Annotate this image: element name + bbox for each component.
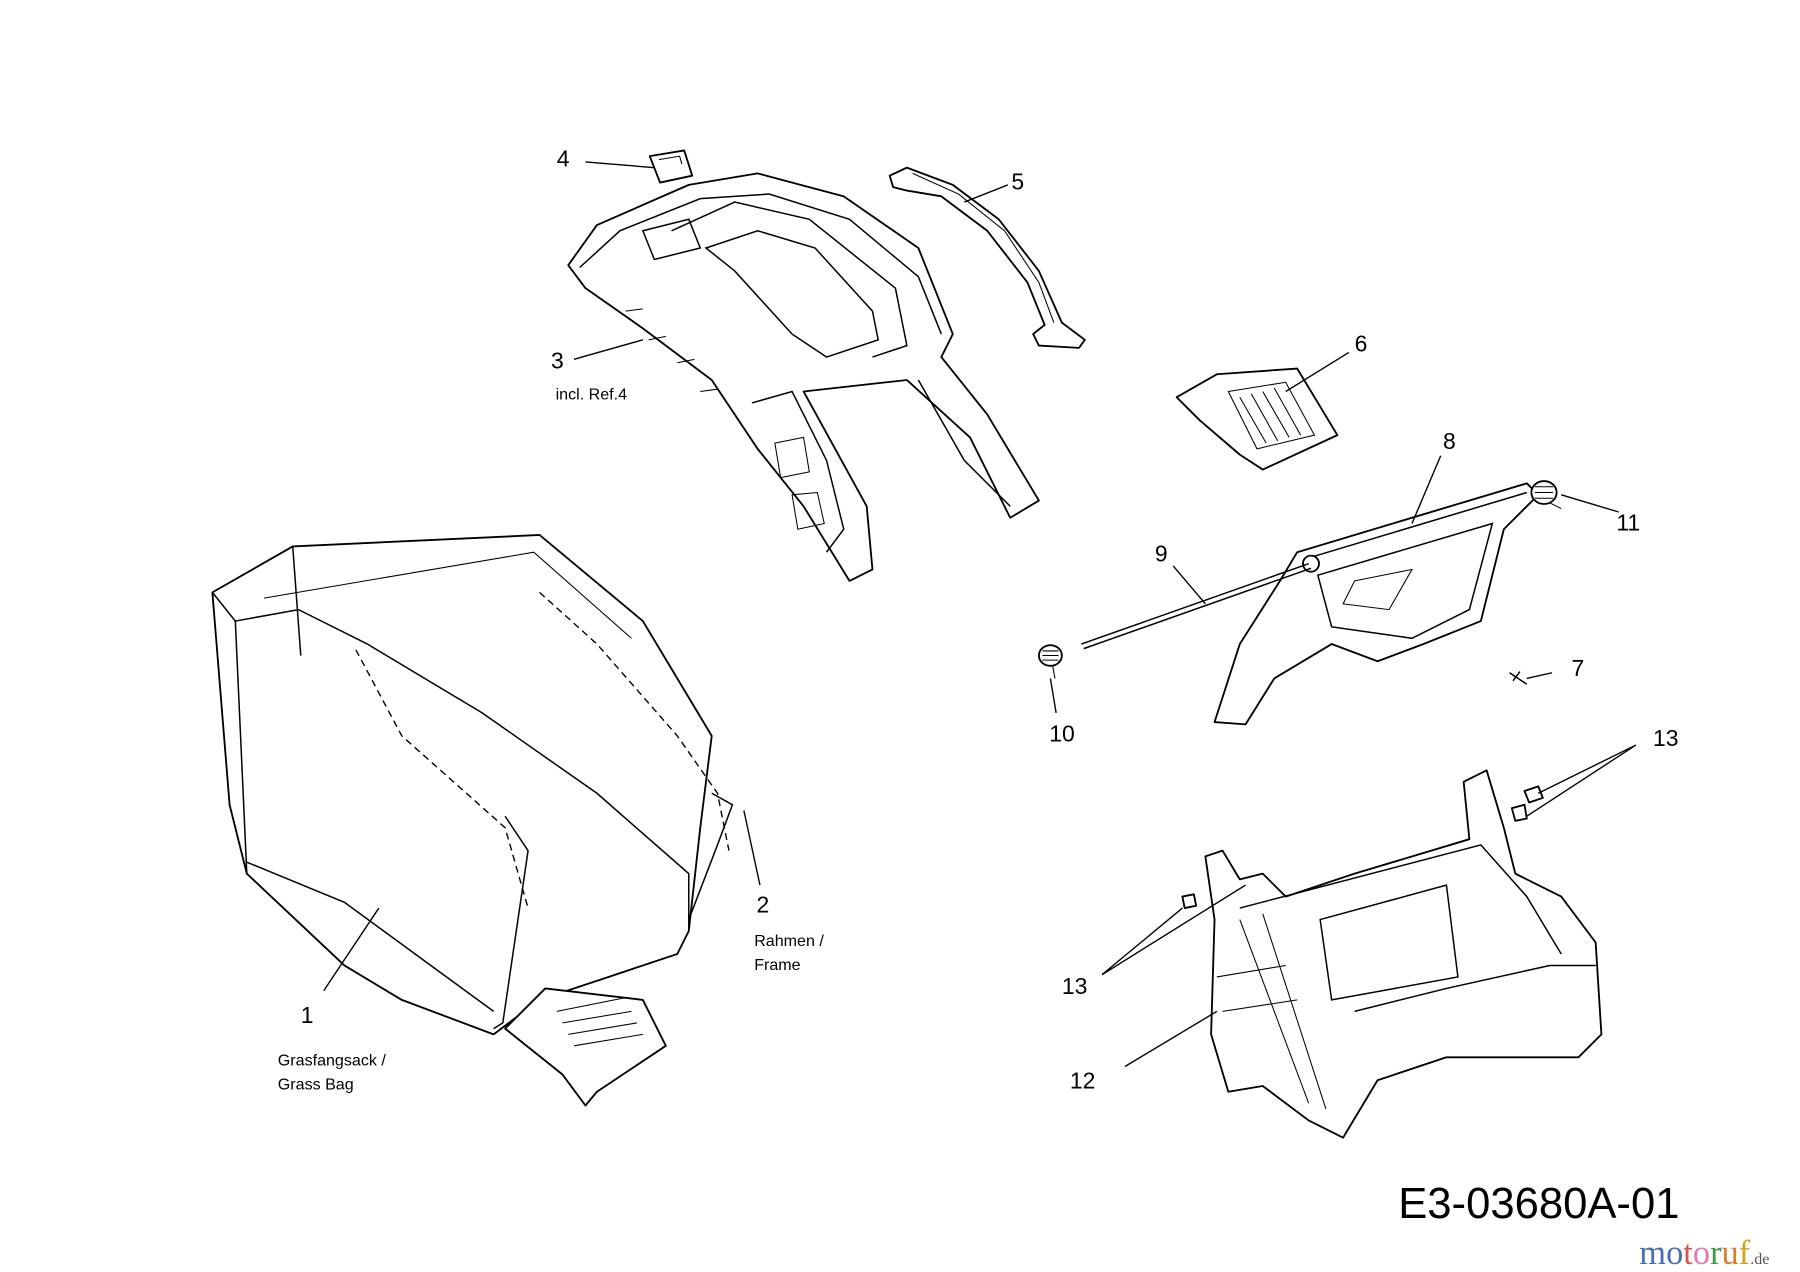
- motoruf-logo: motoruf.de: [1639, 1234, 1769, 1272]
- ref-label-1: 1: [301, 1002, 314, 1028]
- part-6-vent-cover: [1175, 367, 1339, 471]
- ref-label-3: 3: [551, 348, 564, 374]
- part-9-rod: [1081, 562, 1312, 650]
- ref-label-7: 7: [1572, 655, 1585, 681]
- part-12-housing: [1204, 769, 1603, 1139]
- part-1-grass-bag: [211, 534, 713, 1036]
- part-4-clip: [648, 149, 694, 184]
- part-7-screw: [1509, 671, 1528, 685]
- ref-label-10: 10: [1049, 721, 1075, 747]
- ref-2-description-de: Rahmen /: [754, 932, 824, 950]
- ref-1-description-de: Grasfangsack /: [278, 1051, 387, 1069]
- ref-label-4: 4: [557, 145, 570, 171]
- part-10-spring: [1037, 644, 1063, 679]
- ref-label-13-right: 13: [1653, 725, 1679, 751]
- ref-label-2: 2: [757, 892, 770, 918]
- ref-2-description-en: Frame: [754, 956, 800, 974]
- leader-lines: [323, 161, 1637, 1068]
- ref-label-5: 5: [1011, 168, 1024, 194]
- ref-1-description-en: Grass Bag: [278, 1075, 354, 1093]
- diagram-code: E3-03680A-01: [1398, 1180, 1679, 1228]
- part-11-spring: [1530, 480, 1562, 510]
- svg-text:motoruf.de: motoruf.de: [1639, 1234, 1769, 1272]
- ref-label-12: 12: [1070, 1067, 1096, 1093]
- part-3-cover: [567, 172, 1040, 582]
- part-2-frame: [355, 591, 734, 1107]
- part-8-flap: [1213, 482, 1540, 726]
- ref-label-13-left: 13: [1062, 973, 1088, 999]
- ref-label-8: 8: [1443, 428, 1456, 454]
- ref-label-6: 6: [1355, 330, 1368, 356]
- part-5-handle: [888, 166, 1086, 349]
- ref-3-note: incl. Ref.4: [556, 386, 627, 404]
- ref-label-9: 9: [1155, 540, 1168, 566]
- part-13-clip-left: [1181, 893, 1198, 909]
- ref-label-11: 11: [1616, 509, 1640, 535]
- part-13-clip-right: [1510, 785, 1544, 822]
